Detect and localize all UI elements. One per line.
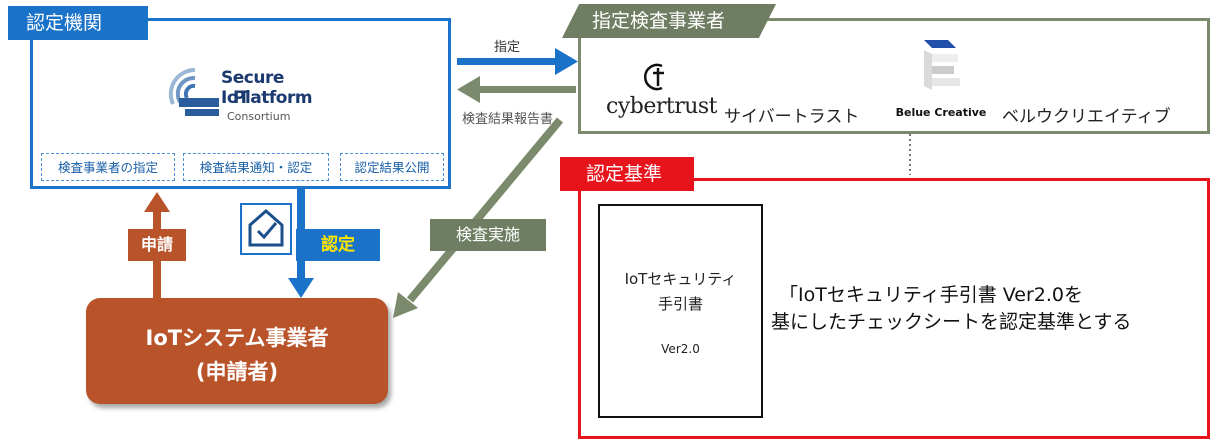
certification-tag: 認定: [296, 229, 380, 261]
sip-logo: Secure IoT Platform Consortium: [165, 62, 315, 132]
inspection-arrow: [393, 117, 564, 318]
sip-logo-line1: Secure IoT: [221, 68, 284, 108]
guide-document: IoTセキュリティ 手引書 Ver2.0: [598, 204, 763, 418]
cybertrust-logo-text: cybertrust: [606, 94, 718, 119]
certification-mark-icon: [248, 209, 284, 247]
designate-arrow: [457, 48, 578, 75]
guide-document-version: Ver2.0: [661, 342, 700, 356]
belue-logo: Belue Creative: [894, 38, 988, 120]
criteria-title: 認定基準: [560, 157, 694, 191]
applicant-box: IoTシステム事業者 (申請者): [86, 298, 388, 404]
guide-document-title-1: IoTセキュリティ: [624, 270, 737, 288]
sip-logo-line3: Consortium: [227, 110, 291, 123]
criteria-description-2: 基にしたチェックシートを認定基準とする: [771, 311, 1132, 333]
designate-vendor-button[interactable]: 検査事業者の指定: [41, 153, 175, 181]
designate-label: 指定: [494, 40, 521, 55]
certification-body-title: 認定機関: [8, 6, 148, 40]
sip-logo-mark-icon: [168, 67, 219, 116]
vendor-name-belue: ベルウクリエイティブ: [1002, 107, 1171, 127]
publish-result-button[interactable]: 認定結果公開: [340, 153, 444, 181]
inspection-tag: 検査実施: [430, 219, 546, 251]
criteria-description-1: 「IoTセキュリティ手引書 Ver2.0を: [779, 284, 1083, 306]
sip-logo-line2: Platform: [233, 88, 313, 108]
applicant-subtitle: (申請者): [195, 360, 279, 384]
applicant-title: IoTシステム事業者: [145, 326, 329, 350]
guide-document-title-2: 手引書: [657, 295, 703, 313]
certification-mark: [240, 203, 292, 255]
result-notice-button[interactable]: 検査結果通知・認定: [183, 153, 329, 181]
cybertrust-mark-icon: [644, 63, 664, 91]
belue-mark-icon: [924, 40, 960, 90]
vendor-name-cybertrust: サイバートラスト: [724, 107, 860, 127]
cybertrust-logo: cybertrust: [606, 60, 718, 122]
belue-logo-text: Belue Creative: [895, 106, 987, 119]
application-tag: 申請: [128, 229, 186, 261]
report-arrow: [457, 76, 576, 103]
inspection-vendors-title: 指定検査事業者: [562, 4, 776, 38]
report-label: 検査結果報告書: [462, 112, 554, 127]
